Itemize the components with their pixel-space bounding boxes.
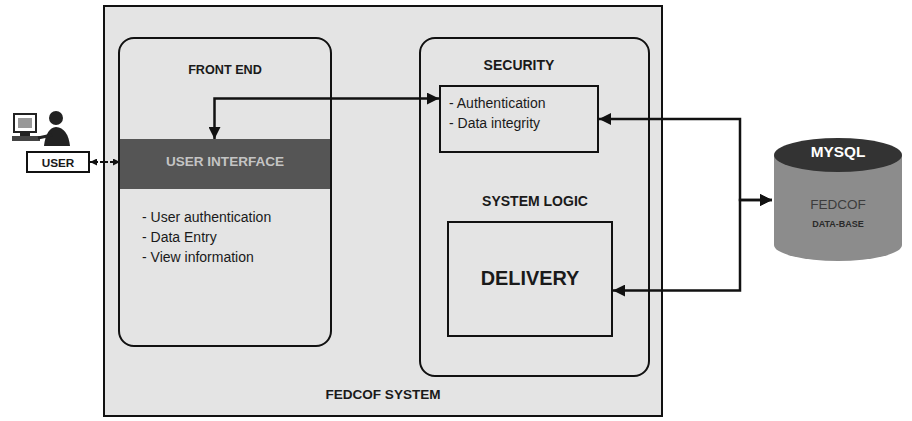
front-end-box: FRONT END - User authentication - Data Ent… — [118, 37, 332, 347]
node-text: - View information — [142, 249, 254, 265]
node-heading: FRONT END — [120, 63, 330, 78]
node-heading: - Authentication — [449, 95, 546, 111]
node-text: - User authentication — [142, 209, 271, 225]
node-heading: FEDCOF SYSTEM — [105, 387, 661, 403]
node-heading: SECURITY — [439, 57, 599, 73]
user-interface-band: USER INTERFACE — [120, 139, 330, 189]
database-cylinder: MYSQL FEDCOF DATA-BASE — [772, 135, 904, 265]
node-heading: DELIVERY — [449, 267, 611, 290]
node-heading: MYSQL — [772, 143, 904, 161]
node-heading: USER INTERFACE — [120, 154, 330, 170]
security-box: - Authentication - Data integrity — [439, 85, 599, 153]
node-text: - Data integrity — [449, 115, 540, 131]
node-text: DATA-BASE — [772, 219, 904, 229]
delivery-box: DELIVERY — [447, 221, 613, 337]
node-heading: USER — [28, 156, 88, 170]
system-boundary: FEDCOF SYSTEM FRONT END - User authenticat… — [103, 5, 663, 417]
person-icon — [12, 108, 74, 152]
logic-box: SECURITY SYSTEM LOGIC - Authentication - Da… — [419, 37, 650, 377]
user-box: USER — [26, 151, 90, 173]
node-text: FEDCOF — [772, 197, 904, 213]
node-text: SYSTEM LOGIC — [435, 193, 635, 209]
node-text: - Data Entry — [142, 229, 217, 245]
